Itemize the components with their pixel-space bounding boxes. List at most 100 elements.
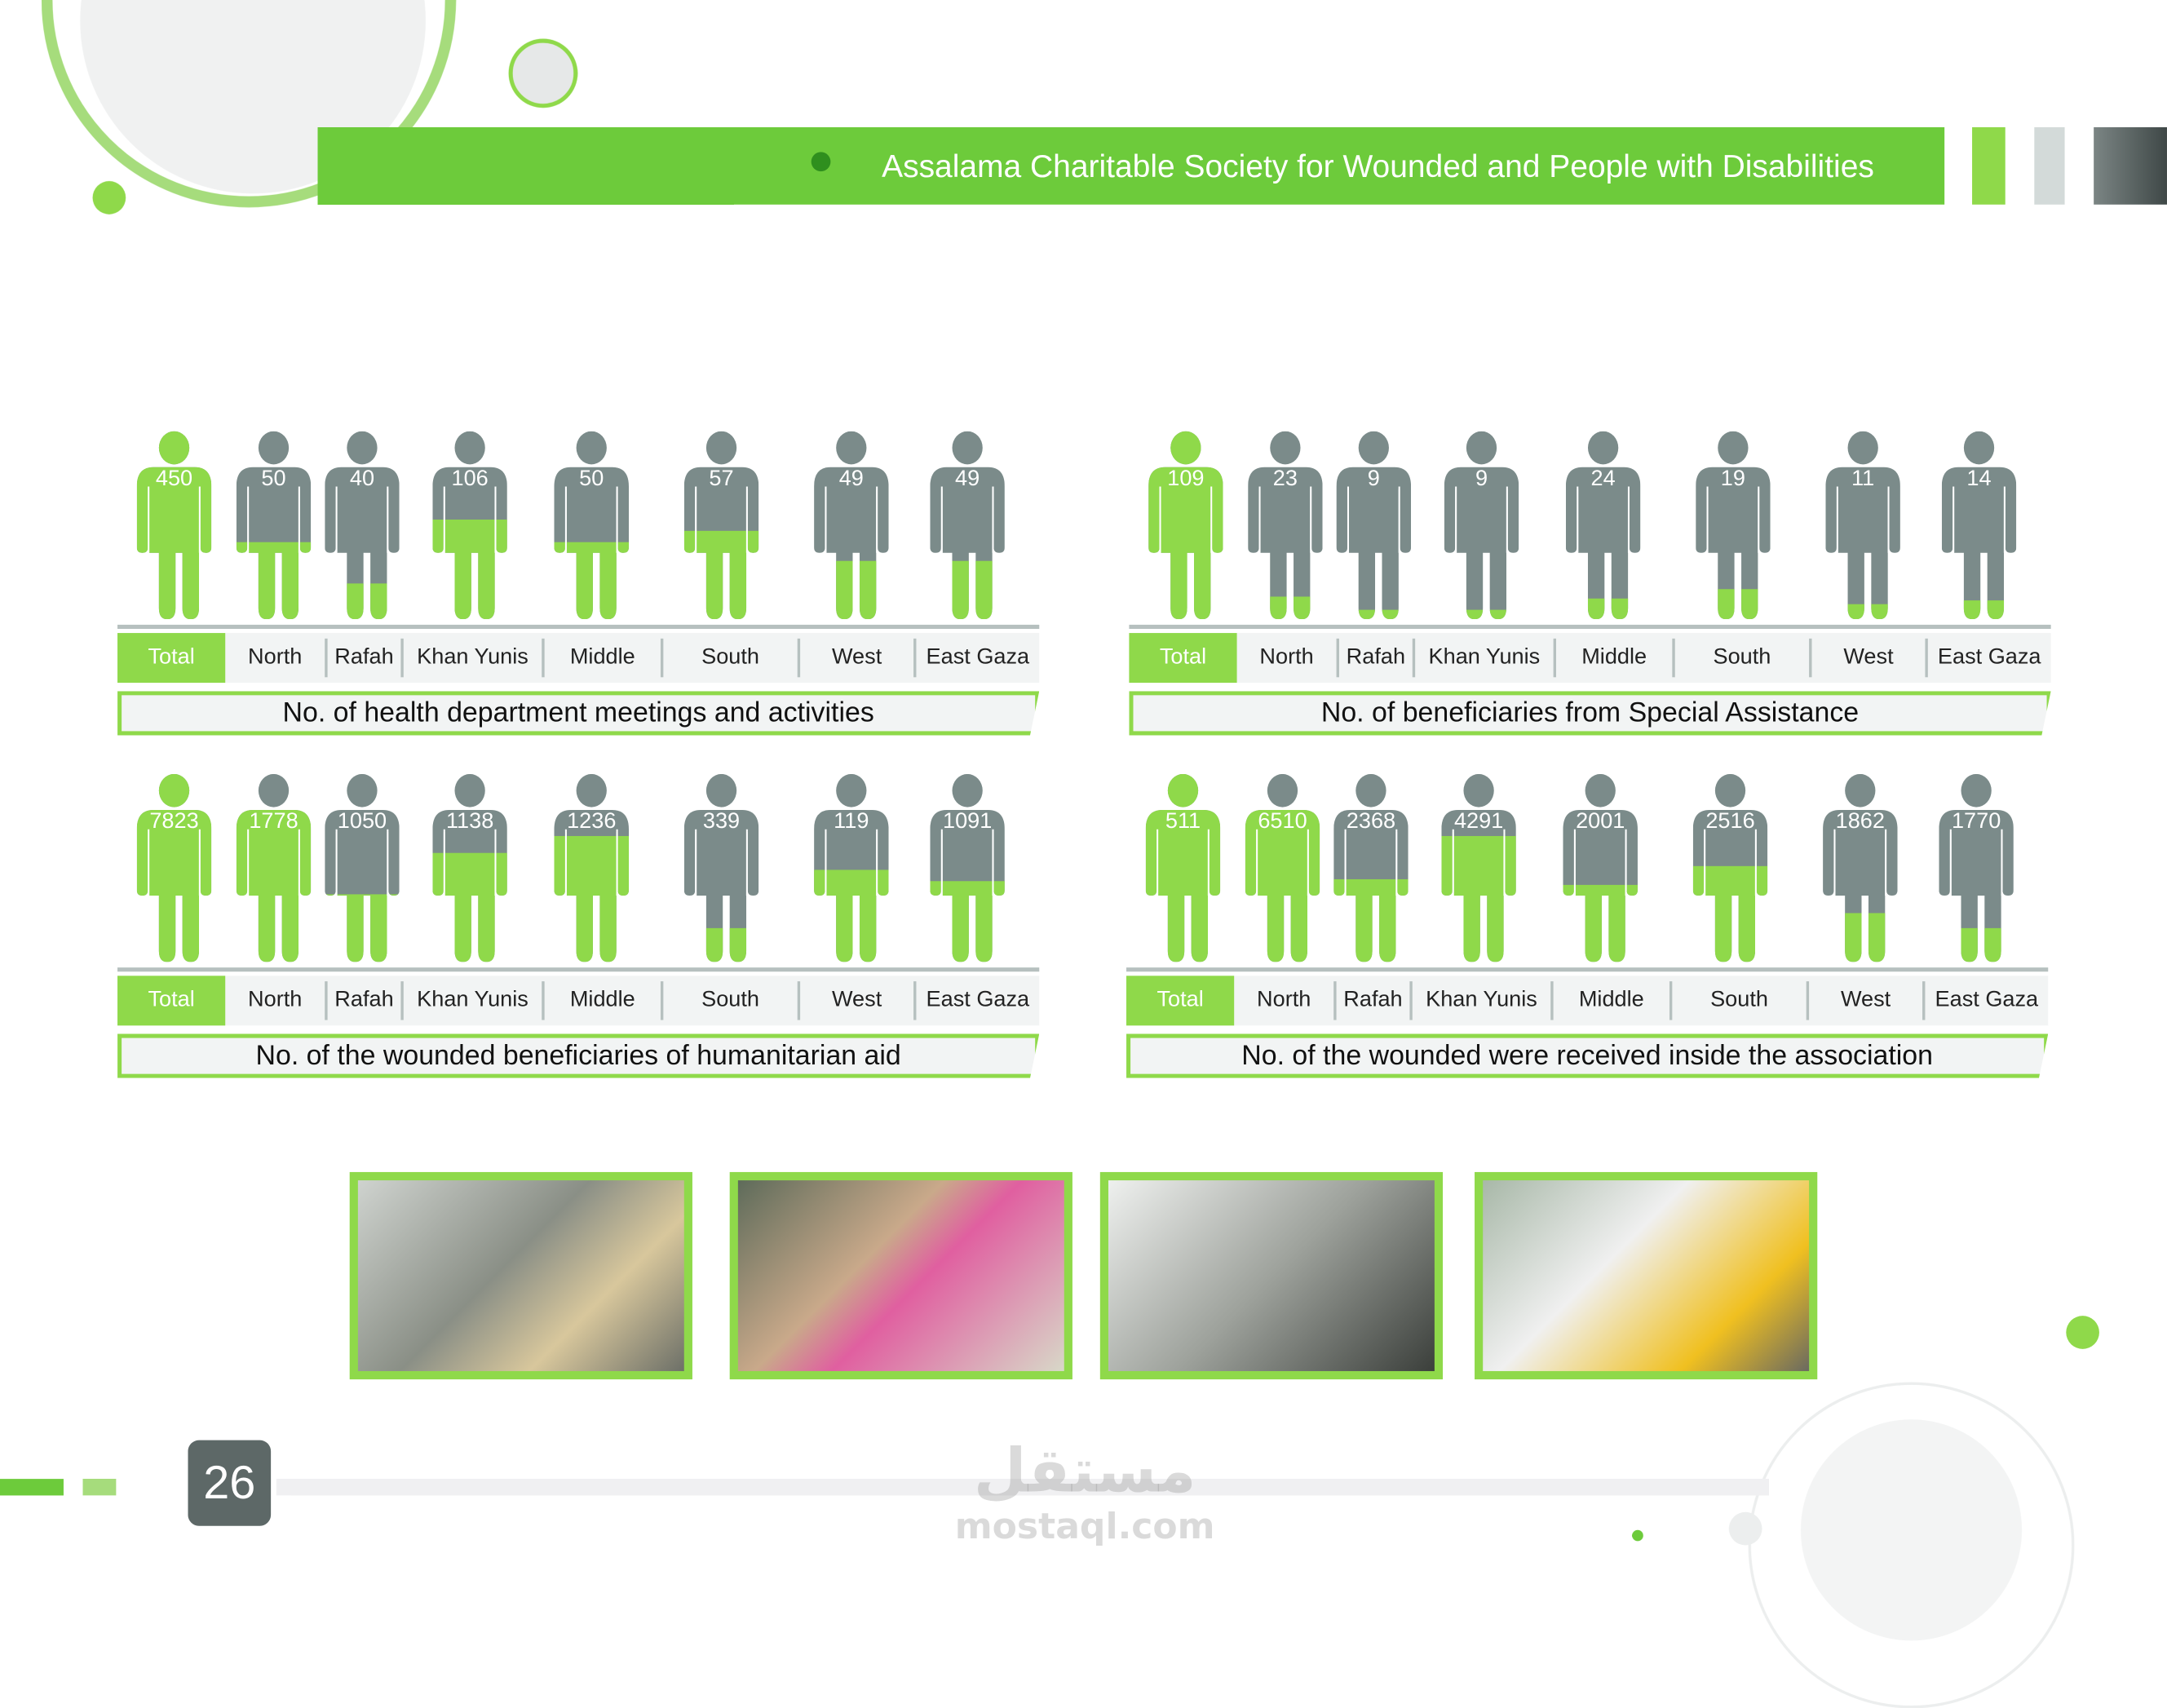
value-label: 339 bbox=[684, 810, 759, 835]
accent-block-green bbox=[1972, 127, 2006, 205]
person-icon bbox=[554, 774, 629, 962]
watermark-latin: mostaql.com bbox=[884, 1507, 1285, 1548]
category-label: North bbox=[225, 976, 325, 1025]
person-icon bbox=[814, 774, 889, 962]
person-figure-south: 57 bbox=[684, 431, 759, 619]
category-label: East Gaza bbox=[1922, 981, 2048, 1020]
page: Assalama Charitable Society for Wounded … bbox=[0, 0, 2167, 1604]
person-icon bbox=[1942, 431, 2017, 619]
person-icon bbox=[1693, 774, 1768, 962]
person-figure-east-gaza: 49 bbox=[930, 431, 1005, 619]
person-figure-north: 50 bbox=[237, 431, 312, 619]
category-label: South bbox=[661, 639, 798, 677]
category-label: North bbox=[225, 633, 325, 683]
person-icon bbox=[1696, 431, 1771, 619]
value-label: 24 bbox=[1566, 467, 1641, 493]
figure-fill bbox=[1825, 604, 1900, 619]
category-label: East Gaza bbox=[913, 981, 1039, 1020]
person-icon bbox=[137, 431, 212, 619]
person-figure-west: 11 bbox=[1825, 431, 1900, 619]
person-icon bbox=[1823, 774, 1898, 962]
chart-title: No. of the wounded beneficiaries of huma… bbox=[117, 1033, 1039, 1077]
category-label: North bbox=[1237, 633, 1337, 683]
value-label: 19 bbox=[1696, 467, 1771, 493]
person-figure-total: 511 bbox=[1146, 774, 1221, 962]
person-icon bbox=[1337, 431, 1412, 619]
person-figure-khan-yunis: 9 bbox=[1444, 431, 1519, 619]
person-figure-total: 7823 bbox=[137, 774, 212, 962]
photo-3 bbox=[1100, 1172, 1443, 1379]
category-label: Total bbox=[1129, 633, 1236, 683]
person-figure-rafah: 9 bbox=[1337, 431, 1412, 619]
person-figure-khan-yunis: 4291 bbox=[1441, 774, 1516, 962]
person-figure-west: 1862 bbox=[1823, 774, 1898, 962]
person-figure-east-gaza: 1770 bbox=[1939, 774, 2014, 962]
person-figure-west: 119 bbox=[814, 774, 889, 962]
person-icon bbox=[1441, 774, 1516, 962]
value-label: 7823 bbox=[137, 810, 212, 835]
decorative-ring bbox=[509, 38, 578, 108]
value-label: 2368 bbox=[1333, 810, 1409, 835]
baseline bbox=[117, 967, 1039, 971]
figure-fill bbox=[930, 561, 1005, 619]
person-icon bbox=[1245, 774, 1320, 962]
chart-title: No. of beneficiaries from Special Assist… bbox=[1129, 691, 2050, 735]
category-label: West bbox=[1809, 639, 1925, 677]
person-icon bbox=[1148, 431, 1223, 619]
category-label: Rafah bbox=[1333, 981, 1409, 1020]
figure-fill bbox=[325, 894, 400, 962]
person-figure-south: 339 bbox=[684, 774, 759, 962]
person-figure-middle: 1236 bbox=[554, 774, 629, 962]
person-icon bbox=[237, 774, 312, 962]
figure-fill bbox=[237, 542, 312, 619]
category-label: West bbox=[798, 639, 913, 677]
figure-fill bbox=[325, 583, 400, 619]
category-label: South bbox=[1672, 639, 1809, 677]
figure-fill bbox=[1566, 599, 1641, 619]
decorative-dot bbox=[93, 181, 126, 215]
figure-fill bbox=[1563, 885, 1638, 962]
value-label: 14 bbox=[1942, 467, 2017, 493]
person-icon bbox=[237, 431, 312, 619]
figure-fill bbox=[554, 542, 629, 619]
value-label: 106 bbox=[432, 467, 507, 493]
figure-fill bbox=[1942, 600, 2017, 619]
category-label: Rafah bbox=[1337, 639, 1413, 677]
person-figure-north: 1778 bbox=[237, 774, 312, 962]
category-label: Khan Yunis bbox=[1409, 981, 1550, 1020]
bullet-dot bbox=[812, 152, 831, 171]
person-figure-total: 450 bbox=[137, 431, 212, 619]
value-label: 1236 bbox=[554, 810, 629, 835]
decorative-circle bbox=[1801, 1419, 2022, 1640]
baseline bbox=[1126, 967, 2048, 971]
value-label: 109 bbox=[1148, 467, 1223, 493]
value-label: 511 bbox=[1146, 810, 1221, 835]
person-figure-total: 109 bbox=[1148, 431, 1223, 619]
value-label: 9 bbox=[1337, 467, 1412, 493]
person-icon bbox=[930, 431, 1005, 619]
person-figure-khan-yunis: 106 bbox=[432, 431, 507, 619]
page-number: 26 bbox=[188, 1440, 271, 1526]
category-label: North bbox=[1234, 976, 1333, 1025]
category-label: East Gaza bbox=[913, 639, 1039, 677]
figure-fill bbox=[684, 928, 759, 962]
category-label: South bbox=[661, 981, 798, 1020]
category-label: Khan Yunis bbox=[400, 981, 542, 1020]
value-label: 11 bbox=[1825, 467, 1900, 493]
value-label: 1091 bbox=[930, 810, 1005, 835]
person-figure-south: 2516 bbox=[1693, 774, 1768, 962]
chart-title: No. of health department meetings and ac… bbox=[117, 691, 1039, 735]
category-label: Middle bbox=[542, 981, 661, 1020]
person-icon bbox=[1248, 431, 1323, 619]
value-label: 1778 bbox=[237, 810, 312, 835]
person-icon bbox=[1939, 774, 2014, 962]
person-icon bbox=[1444, 431, 1519, 619]
accent-block-gray bbox=[2034, 127, 2064, 205]
category-label: Total bbox=[1126, 976, 1234, 1025]
category-label: Total bbox=[117, 633, 225, 683]
category-label: South bbox=[1669, 981, 1807, 1020]
